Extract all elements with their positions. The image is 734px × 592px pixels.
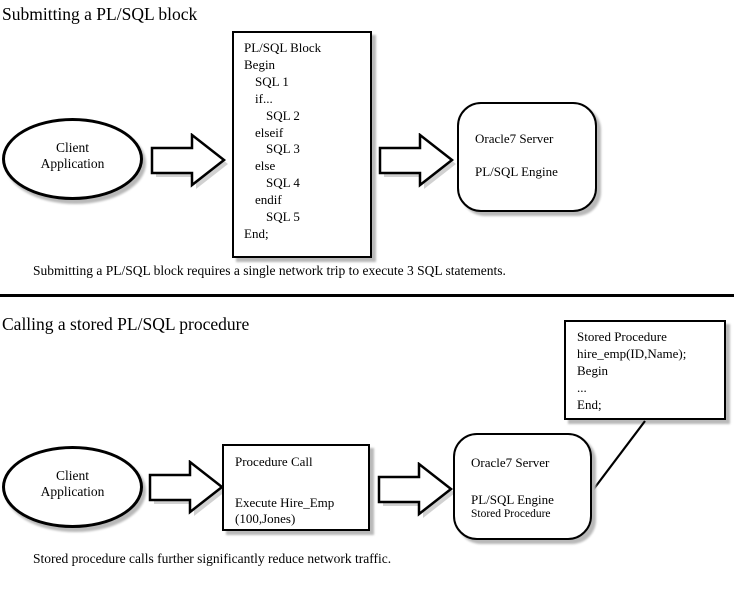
code-line: hire_emp(ID,Name); [577,346,687,361]
code-line: End; [244,225,269,241]
code-line: elseif [255,124,284,140]
client-application-ellipse-top: Client Application [2,118,143,200]
stored-procedure-label: Stored Procedure [471,508,551,520]
code-line: End; [577,397,602,412]
client-application-ellipse-bottom: Client Application [2,446,143,528]
section2-title: Calling a stored PL/SQL procedure [2,314,250,334]
code-line: endif [255,192,282,208]
code-line: SQL 3 [266,141,300,157]
server-label: Oracle7 Server [471,455,550,470]
code-line: PL/SQL Block [244,40,322,55]
code-line: if... [255,90,273,106]
code-line: ... [577,380,587,395]
code-line: SQL 5 [266,209,300,225]
code-line: Stored Procedure [577,329,667,344]
block-arrow-icon [378,133,456,189]
client-label-line1: Client [56,139,89,155]
stored-procedure-box: Stored Procedure hire_emp(ID,Name); Begin.… [564,320,726,420]
section1-title: Submitting a PL/SQL block [2,4,198,24]
code-line: SQL 1 [255,73,289,89]
client-label-line2: Application [40,484,105,499]
section-divider [0,294,734,297]
section2-caption: Stored procedure calls further significa… [33,551,392,566]
client-label-line2: Application [40,156,105,171]
plsql-engine-label: PL/SQL Engine [475,164,558,179]
code-line: SQL 4 [266,175,300,191]
code-line: Begin [244,56,276,72]
code-line: Begin [577,363,609,378]
procedure-call-box: Procedure Call Execute Hire_Emp (100,Jon… [222,444,370,531]
section1-caption: Submitting a PL/SQL block requires a sin… [33,263,506,278]
server-label: Oracle7 Server [475,131,554,146]
client-label-line1: Client [56,467,89,483]
oracle7-server-box-bottom: Oracle7 Server PL/SQL Engine Stored Proc… [453,433,592,540]
code-line: else [255,158,276,174]
connector-line [592,420,646,491]
execute-arguments: (100,Jones) [235,511,296,526]
code-line: SQL 2 [266,107,300,123]
block-arrow-icon [150,133,228,189]
plsql-engine-label: PL/SQL Engine [471,492,554,507]
block-arrow-icon [148,460,226,516]
oracle7-server-box-top: Oracle7 Server PL/SQL Engine [457,102,597,212]
execute-statement: Execute Hire_Emp [235,494,335,510]
procedure-call-title: Procedure Call [235,454,313,469]
block-arrow-icon [377,462,455,518]
